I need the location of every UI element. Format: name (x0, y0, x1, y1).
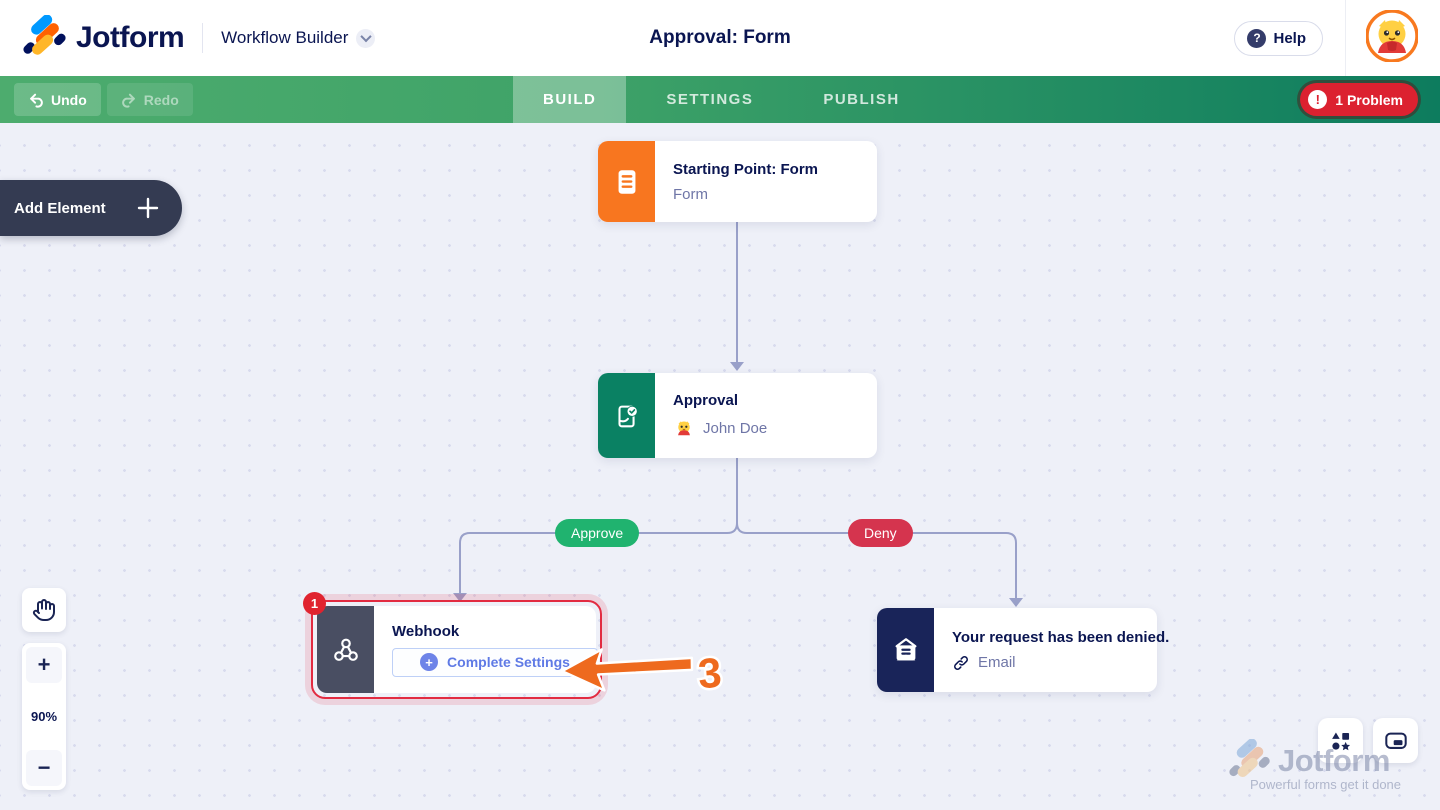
plus-icon: + (420, 653, 439, 671)
node-title: Your request has been denied. (952, 628, 1170, 646)
assignee-avatar (678, 421, 690, 436)
chevron-down-icon (356, 28, 376, 48)
zoom-out-button[interactable]: − (26, 750, 62, 786)
zoom-in-button[interactable]: + (26, 647, 62, 683)
jotform-watermark-icon (1229, 739, 1270, 778)
node-webhook[interactable]: Webhook + Complete Settings (317, 606, 598, 693)
mode-tabs: BUILD SETTINGS PUBLISH (513, 76, 930, 123)
node-title: Approval (673, 392, 739, 409)
tab-settings[interactable]: SETTINGS (666, 91, 754, 108)
error-count-badge: 1 (303, 592, 326, 615)
header-separator (1345, 0, 1346, 76)
jotform-logo-icon (23, 15, 66, 55)
avatar-image (1365, 8, 1419, 63)
tab-build[interactable]: BUILD (513, 76, 627, 123)
elements-overview-button[interactable] (1318, 718, 1363, 763)
node-starting-point[interactable]: Starting Point: Form Form (598, 141, 877, 222)
step-number: 3 (697, 649, 724, 698)
node-email[interactable]: Your request has been denied. Email (877, 608, 1169, 692)
node-title: Starting Point: Form (673, 160, 818, 178)
exclamation-icon: ! (1308, 90, 1328, 109)
header-divider (202, 23, 204, 53)
jotform-logo[interactable]: Jotform (0, 15, 185, 61)
redo-button[interactable]: Redo (106, 83, 193, 116)
app-name: Workflow Builder (221, 28, 349, 47)
plus-icon (137, 197, 158, 219)
picture-in-picture-icon (1384, 732, 1407, 749)
shapes-icon (1331, 732, 1350, 750)
flow-connectors (453, 222, 1023, 607)
node-subtitle: Email (952, 654, 1169, 672)
zoom-level: 90% (30, 709, 58, 724)
help-button[interactable]: ? Help (1234, 20, 1323, 56)
form-icon (598, 141, 655, 222)
brand-name: Jotform (76, 21, 185, 54)
watermark-tagline: Powerful forms get it done (1250, 777, 1402, 792)
node-assignee: John Doe (673, 417, 767, 439)
undo-icon (30, 93, 43, 108)
avatar[interactable] (1365, 8, 1419, 67)
webhook-icon (317, 606, 374, 693)
minimap-toggle-button[interactable] (1373, 718, 1418, 763)
tab-publish[interactable]: PUBLISH (823, 91, 900, 108)
hand-icon (32, 599, 55, 621)
approval-icon (598, 373, 655, 458)
workflow-canvas[interactable]: Add Element Starting Point: Form Form (0, 123, 1440, 810)
undo-button[interactable]: Undo (14, 83, 101, 116)
node-title: Webhook (392, 622, 460, 640)
node-webhook-error-highlight[interactable]: 1 Webhook (303, 592, 602, 699)
redo-icon (121, 93, 135, 108)
branch-label-approve[interactable]: Approve (555, 519, 640, 547)
node-approval[interactable]: Approval John Doe (598, 373, 877, 458)
app-switcher[interactable]: Workflow Builder (221, 28, 376, 48)
complete-settings-button[interactable]: + Complete Settings (392, 647, 598, 677)
toolbar: Undo Redo BUILD SETTINGS PUBLISH ! 1 Pro… (0, 76, 1440, 123)
link-icon (954, 655, 968, 670)
question-icon: ? (1247, 28, 1267, 48)
zoom-controls: + 90% − (22, 643, 66, 790)
node-subtitle: Form (673, 185, 708, 203)
page-title: Approval: Form (649, 27, 791, 48)
email-icon (877, 608, 934, 692)
problem-badge[interactable]: ! 1 Problem (1300, 83, 1418, 116)
pan-tool-button[interactable] (22, 588, 66, 632)
add-element-button[interactable]: Add Element (0, 180, 182, 236)
branch-label-deny[interactable]: Deny (848, 519, 913, 547)
header: Jotform Workflow Builder Approval: Form … (0, 0, 1440, 76)
